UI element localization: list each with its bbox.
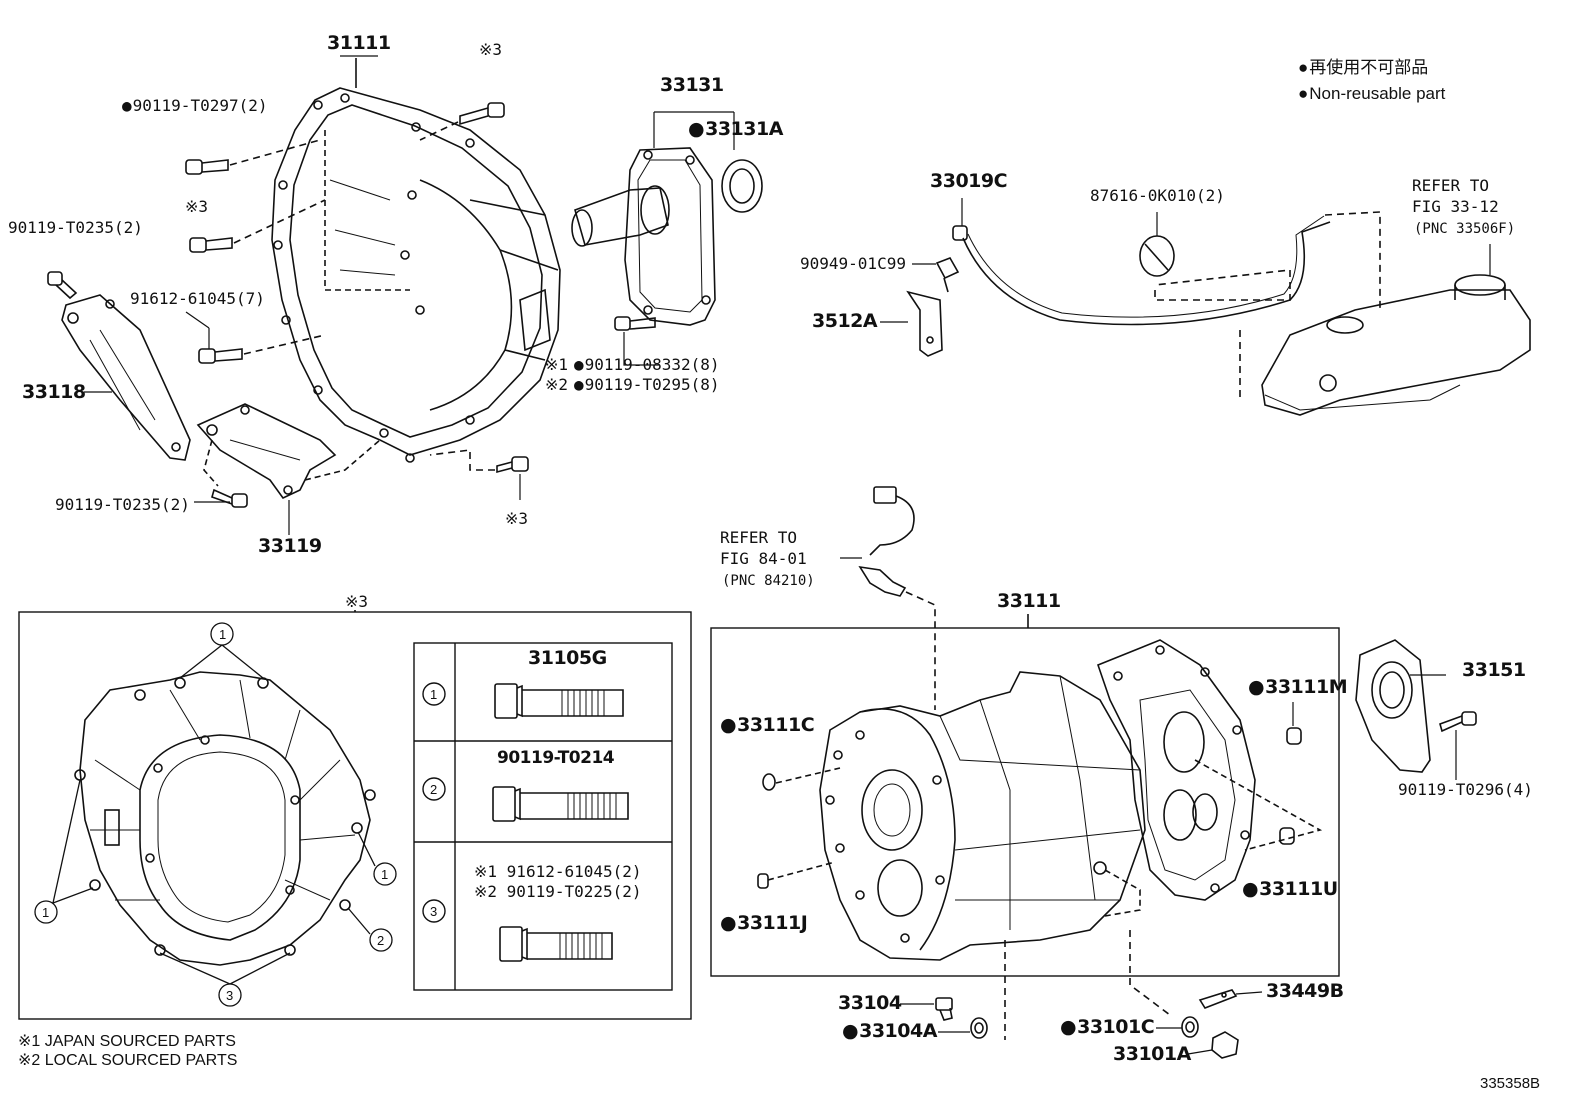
label-90119-T0296: 90119-T0296(4) xyxy=(1398,780,1533,799)
bracket-33449B xyxy=(1198,989,1238,1009)
refer-fig-84-01-line3: (PNC 84210) xyxy=(722,573,815,589)
table-part-90119-T0214: 90119-T0214 xyxy=(497,748,615,768)
refer-fig-84-01-line1: REFER TO xyxy=(720,528,798,547)
case-rear-plate xyxy=(1096,639,1256,901)
speed-sensor xyxy=(858,486,915,597)
label-33111M: 33111M xyxy=(1248,678,1348,697)
label-33111U: 33111U xyxy=(1242,880,1338,899)
mark-3-c: ※3 xyxy=(505,509,529,528)
transmission-case xyxy=(819,671,1146,961)
label-91612-61045: 91612-61045(7) xyxy=(130,289,265,308)
footnote-local-sourced: ※2 LOCAL SOURCED PARTS xyxy=(18,1052,238,1069)
label-90119-T0295: 90119-T0295(8) xyxy=(574,376,720,394)
label-87616-0K010: 87616-0K010(2) xyxy=(1090,186,1225,205)
label-31111: 31111 xyxy=(327,32,391,54)
mark-2: ※2 xyxy=(545,375,569,394)
bolt-icon xyxy=(496,456,529,474)
table-row-num: 3 xyxy=(430,904,438,919)
bolt-table xyxy=(413,642,673,991)
leader-dashed xyxy=(229,139,321,166)
bolt-icon xyxy=(494,683,624,719)
refer-fig-33-12-line3: (PNC 33506F) xyxy=(1414,221,1516,237)
bolt-icon xyxy=(499,926,613,962)
table-row-num: 1 xyxy=(430,687,438,702)
label-33019C: 33019C xyxy=(930,170,1008,192)
rear-retainer-33151 xyxy=(1355,639,1431,773)
table-part-31105G: 31105G xyxy=(528,647,607,669)
callout-num: 3 xyxy=(226,988,234,1003)
refer-fig-33-12-line1: REFER TO xyxy=(1412,176,1490,195)
callout-num: 2 xyxy=(377,933,385,948)
figure-id: 335358B xyxy=(1480,1075,1541,1092)
bolt-icon xyxy=(198,348,243,364)
table-part-90119-T0225: ※2 90119-T0225(2) xyxy=(474,882,642,901)
inset-mark-3: ※3 xyxy=(345,592,369,611)
callout-num: 1 xyxy=(219,627,227,642)
mark-1: ※1 xyxy=(545,355,569,374)
bolt-icon xyxy=(211,488,248,508)
hose-clamp-87616 xyxy=(1139,235,1175,277)
label-33119: 33119 xyxy=(258,535,322,557)
pin-33111C xyxy=(762,773,776,791)
label-33118: 33118 xyxy=(22,381,86,403)
label-33151: 33151 xyxy=(1462,659,1526,681)
gasket-33104A xyxy=(970,1017,988,1039)
gasket-33101C xyxy=(1181,1016,1199,1038)
mark-3-b: ※3 xyxy=(185,197,209,216)
bolt-icon xyxy=(614,316,656,331)
bell-housing-upper xyxy=(271,87,561,463)
label-33449B: 33449B xyxy=(1266,980,1344,1002)
label-33111J: 33111J xyxy=(720,914,808,933)
bolt-icon xyxy=(189,237,233,253)
pin-33111M xyxy=(1286,727,1302,745)
pin-33111J xyxy=(757,873,769,889)
legend-non-reusable-en: Non-reusable part xyxy=(1298,85,1445,103)
label-33111: 33111 xyxy=(997,590,1061,612)
table-part-91612-61045: ※1 91612-61045(2) xyxy=(474,862,642,881)
bearing-retainer-33131 xyxy=(571,147,716,326)
extension-housing xyxy=(1239,274,1531,416)
plug-33104 xyxy=(935,997,953,1021)
bolt-icon xyxy=(459,102,505,126)
label-33111C: 33111C xyxy=(720,716,815,735)
label-33104: 33104 xyxy=(838,992,902,1014)
refer-fig-33-12-line2: FIG 33-12 xyxy=(1412,197,1499,216)
clip-90949-01C99 xyxy=(935,257,960,293)
callout-num: 1 xyxy=(381,867,389,882)
bolt-icon xyxy=(47,271,78,300)
label-33131: 33131 xyxy=(660,74,724,96)
label-90949-01C99: 90949-01C99 xyxy=(800,254,906,273)
label-33131A: 33131A xyxy=(688,120,783,139)
bracket-33119 xyxy=(196,403,337,500)
table-row-num: 2 xyxy=(430,782,438,797)
callout-circles xyxy=(34,622,397,1007)
breather-hose-33019C xyxy=(952,215,1331,326)
bolt-icon xyxy=(185,159,229,175)
bell-housing-front-view xyxy=(74,671,376,966)
label-90119-T0297: 90119-T0297(2) xyxy=(122,97,268,115)
pin-33111U xyxy=(1279,827,1295,845)
bolt-icon xyxy=(492,786,629,822)
footnote-japan-sourced: ※1 JAPAN SOURCED PARTS xyxy=(18,1033,236,1050)
label-3512A: 3512A xyxy=(812,310,878,332)
bracket-33118 xyxy=(61,294,191,461)
bracket-3512A xyxy=(906,290,943,357)
label-90119-08332: 90119-08332(8) xyxy=(574,356,720,374)
plug-33101A xyxy=(1211,1031,1239,1059)
label-33104A: 33104A xyxy=(842,1022,937,1041)
bolt-icon xyxy=(1439,711,1477,733)
refer-fig-84-01-line2: FIG 84-01 xyxy=(720,549,807,568)
oil-seal-33131A xyxy=(721,159,763,213)
label-90119-T0235-b: 90119-T0235(2) xyxy=(55,495,190,514)
label-90119-T0235-a: 90119-T0235(2) xyxy=(8,218,143,237)
mark-3-a: ※3 xyxy=(479,40,503,59)
case-box xyxy=(710,627,1340,977)
label-33101C: 33101C xyxy=(1060,1018,1155,1037)
label-33101A: 33101A xyxy=(1113,1043,1191,1065)
callout-num: 1 xyxy=(42,905,50,920)
legend-non-reusable-jp: 再使用不可部品 xyxy=(1298,59,1428,77)
